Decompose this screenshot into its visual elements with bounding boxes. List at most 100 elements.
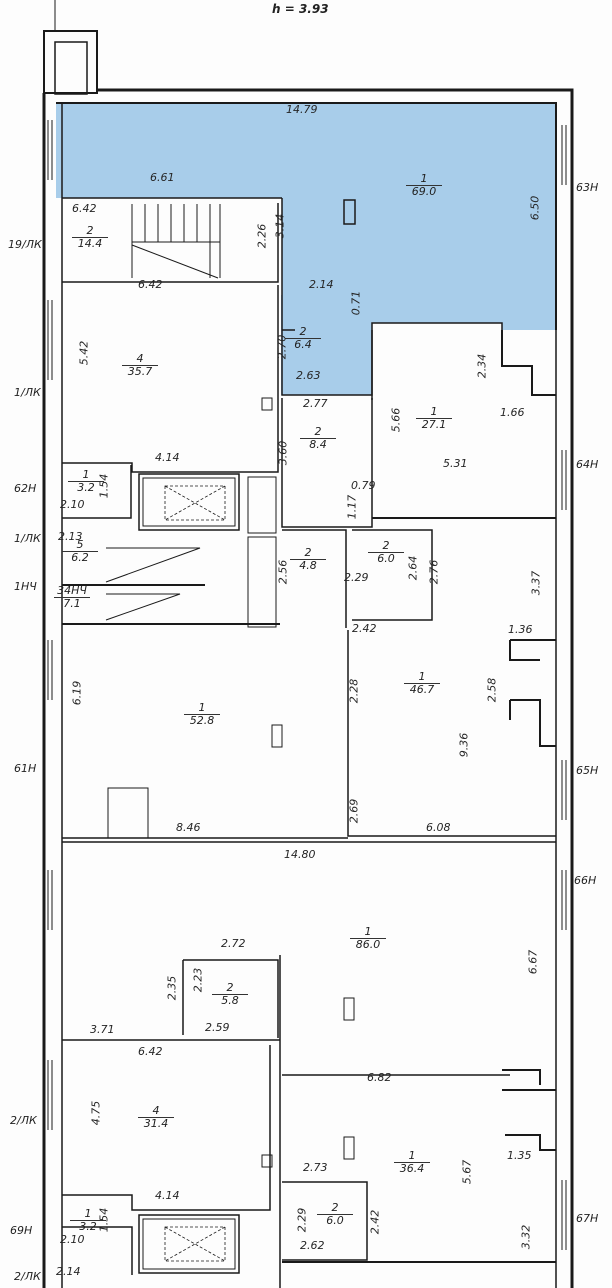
room-area: 27.1 xyxy=(421,418,447,431)
room-area: 8.4 xyxy=(309,438,327,451)
dimension-label: 2.64 xyxy=(406,555,420,581)
dimension-label: 2.28 xyxy=(347,678,361,704)
dimension-label: 1.54 xyxy=(97,473,111,499)
dimension-label: 6.67 xyxy=(526,949,540,975)
dimension-label: 6.42 xyxy=(138,1045,163,1058)
dimension-label: 2.13 xyxy=(58,530,83,543)
dimension-label: 2.35 xyxy=(165,975,179,1001)
dimension-label: 5.31 xyxy=(443,457,468,470)
dimension-label: 6.19 xyxy=(70,680,84,706)
highlighted-unit[interactable] xyxy=(56,103,556,395)
dimension-label: 2.56 xyxy=(276,559,290,585)
room-area: 14.4 xyxy=(77,237,103,250)
window-tag: 1НЧ xyxy=(14,580,37,593)
room-number: 4 xyxy=(122,353,158,366)
room-number: 1 xyxy=(416,406,452,419)
dimension-label: 2.23 xyxy=(191,967,205,993)
room-number: 1 xyxy=(406,173,442,186)
room-number: 1 xyxy=(404,671,440,684)
dimension-label: 1.35 xyxy=(507,1149,532,1162)
dimension-label: 6.50 xyxy=(528,195,542,221)
room-area: 35.7 xyxy=(127,365,153,378)
dimension-label: 2.14 xyxy=(56,1265,81,1278)
dimension-label: 3.14 xyxy=(273,213,287,239)
dimension-label: 1.54 xyxy=(97,1207,111,1233)
ceiling-height-label: h = 3.93 xyxy=(272,2,329,16)
dimension-label: 6.42 xyxy=(138,278,163,291)
window-tag: 2/ЛК xyxy=(14,1270,41,1283)
room-number: 1 xyxy=(350,926,386,939)
dimension-label: 1.36 xyxy=(508,623,533,636)
room-area: 86.0 xyxy=(355,938,381,951)
dimension-label: 2.10 xyxy=(60,498,85,511)
window-tag: 69Н xyxy=(10,1224,33,1237)
room-area: 52.8 xyxy=(189,714,215,727)
dimension-label: 4.75 xyxy=(89,1100,103,1126)
dimension-label: 3.71 xyxy=(90,1023,115,1036)
room-number: 1 xyxy=(184,702,220,715)
dimension-label: 2.62 xyxy=(300,1239,325,1252)
dimension-label: 2.29 xyxy=(295,1207,309,1233)
room-area: 6.2 xyxy=(71,551,89,564)
room-number: 2 xyxy=(285,326,321,339)
window-tag: 63Н xyxy=(576,181,599,194)
room-area: 3.2 xyxy=(77,481,95,494)
window-tag: 1/ЛК xyxy=(14,386,41,399)
window-tag: 1/ЛК xyxy=(14,532,41,545)
dimension-label: 2.42 xyxy=(368,1209,382,1235)
dimension-label: 2.10 xyxy=(60,1233,85,1246)
room-area: 5.8 xyxy=(221,994,239,1007)
room-area: 69.0 xyxy=(411,185,437,198)
dimension-label: 6.82 xyxy=(367,1071,392,1084)
vent-shaft xyxy=(43,30,98,94)
dimension-label: 6.61 xyxy=(150,171,175,184)
dimension-label: 1.66 xyxy=(500,406,525,419)
dimension-label: 5.42 xyxy=(77,340,91,366)
dimension-label: 5.66 xyxy=(389,407,403,433)
room-area: 3.2 xyxy=(79,1220,97,1233)
room-area: 7.1 xyxy=(63,597,81,610)
room-number: 5 xyxy=(62,539,98,552)
dimension-label: 2.72 xyxy=(221,937,246,950)
dimension-label: 2.69 xyxy=(347,798,361,824)
dimension-label: 2.77 xyxy=(303,397,328,410)
dimension-label: 2.70 xyxy=(275,334,289,360)
room-number: 1 xyxy=(70,1208,106,1221)
room-number: 1 xyxy=(394,1150,430,1163)
dimension-label: 2.26 xyxy=(255,223,269,249)
dimension-label: 6.08 xyxy=(426,821,451,834)
dimension-label: 3.37 xyxy=(529,570,543,596)
dimension-label: 2.14 xyxy=(309,278,334,291)
window-tag: 66Н xyxy=(574,874,597,887)
window-tag: 64Н xyxy=(576,458,599,471)
window-tag: 62Н xyxy=(14,482,37,495)
room-number: 4 xyxy=(138,1105,174,1118)
dimension-label: 6.42 xyxy=(72,202,97,215)
room-area: 6.0 xyxy=(326,1214,344,1227)
room-area: 6.0 xyxy=(377,552,395,565)
window-tag: 61Н xyxy=(14,762,37,775)
room-number: 2 xyxy=(212,982,248,995)
dimension-label: 3.32 xyxy=(519,1224,533,1250)
room-number: 2 xyxy=(72,225,108,238)
